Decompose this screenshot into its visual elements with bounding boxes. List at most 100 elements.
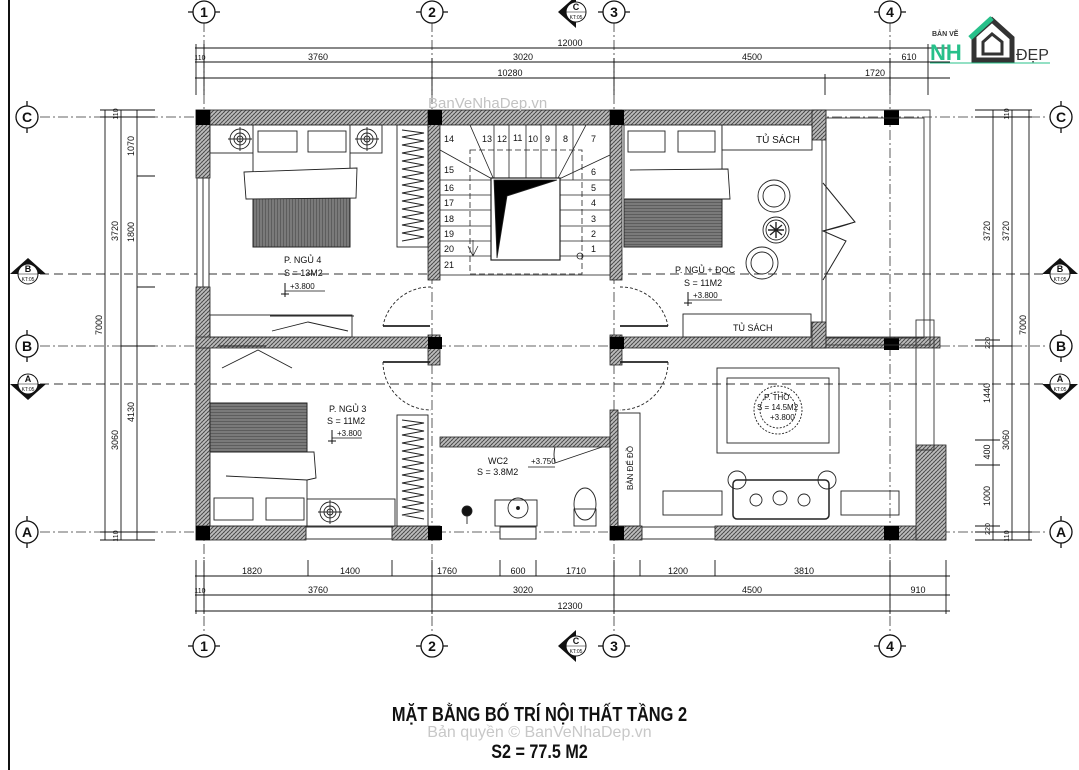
svg-text:WC2: WC2 <box>488 456 508 466</box>
svg-text:B: B <box>25 264 32 274</box>
svg-text:1: 1 <box>200 4 208 20</box>
section-marker-a-left: A KT:05 <box>10 373 46 400</box>
toilet-icon <box>573 487 597 527</box>
bottom-dimension-lines <box>195 560 950 614</box>
label-bookshelf-bottom: TỦ SÁCH <box>733 322 773 333</box>
side-table <box>617 412 641 527</box>
window-bottom <box>305 526 716 540</box>
svg-text:KT:05: KT:05 <box>22 387 35 393</box>
svg-text:ĐẸP: ĐẸP <box>1016 47 1049 64</box>
svg-text:1800: 1800 <box>126 222 136 242</box>
wc2 <box>461 487 597 527</box>
top-dimension-text: 12000 110 3760 3020 4500 610 10280 1720 <box>194 38 916 78</box>
bedroom-3 <box>209 345 429 527</box>
label-bedroom-3: P. NGỦ 3 S = 11M2 +3.800 <box>327 403 366 444</box>
svg-text:110: 110 <box>113 530 120 541</box>
svg-text:1820: 1820 <box>242 566 262 576</box>
svg-text:KT:05: KT:05 <box>570 15 583 21</box>
axis-3-top <box>598 0 630 24</box>
svg-text:8: 8 <box>563 134 568 144</box>
svg-text:B: B <box>22 338 32 354</box>
svg-text:+3.800: +3.800 <box>337 429 362 438</box>
armchair-icon <box>745 246 779 280</box>
svg-text:1: 1 <box>200 638 208 654</box>
svg-text:S = 13M2: S = 13M2 <box>284 268 323 278</box>
svg-text:C: C <box>22 109 32 125</box>
axis-4-bottom <box>874 634 906 658</box>
bed-4-blanket <box>252 197 351 248</box>
label-side-table: BÀN ĐỂ ĐỒ <box>625 446 635 490</box>
svg-text:5: 5 <box>591 183 596 193</box>
lamp-icon <box>228 127 252 151</box>
svg-text:S = 3.8M2: S = 3.8M2 <box>477 467 518 477</box>
left-dimension-text: 7000 110 3720 3060 110 1070 1800 4130 <box>94 108 136 541</box>
svg-text:110: 110 <box>194 55 205 62</box>
svg-text:C: C <box>573 636 580 646</box>
svg-text:C: C <box>1056 109 1066 125</box>
svg-text:7000: 7000 <box>94 315 104 335</box>
svg-text:P. NGỦ 3: P. NGỦ 3 <box>329 403 366 414</box>
svg-text:1: 1 <box>591 244 596 254</box>
svg-text:4130: 4130 <box>126 402 136 422</box>
balcony <box>825 109 935 451</box>
svg-text:B: B <box>1056 338 1066 354</box>
svg-text:11: 11 <box>513 133 522 143</box>
door-reading <box>619 286 669 327</box>
svg-text:600: 600 <box>510 566 525 576</box>
svg-text:A: A <box>22 524 32 540</box>
bookshelf-bottom <box>682 313 812 338</box>
svg-text:1000: 1000 <box>982 486 992 506</box>
section-marker-b-left: B KT:05 <box>10 258 46 285</box>
doors <box>382 286 669 464</box>
svg-text:P. NGỦ + ĐỌC: P. NGỦ + ĐỌC <box>675 264 736 275</box>
section-lines <box>40 273 1046 385</box>
svg-text:12300: 12300 <box>557 601 582 611</box>
axis-2-bottom <box>416 634 448 658</box>
svg-text:S = 14.5M2: S = 14.5M2 <box>757 403 799 412</box>
svg-text:3060: 3060 <box>110 430 120 450</box>
svg-text:10: 10 <box>528 134 538 144</box>
svg-text:1440: 1440 <box>982 383 992 403</box>
svg-text:110: 110 <box>1004 530 1011 541</box>
svg-text:1070: 1070 <box>126 136 136 156</box>
svg-text:A: A <box>25 374 32 384</box>
door-bedroom-3 <box>382 361 432 411</box>
label-altar-room: P. THỜ S = 14.5M2 +3.800 <box>757 393 799 422</box>
svg-text:S = 11M2: S = 11M2 <box>684 278 722 288</box>
svg-text:S = 11M2: S = 11M2 <box>327 416 365 426</box>
bed-blanket <box>623 197 723 248</box>
cabinet-left <box>662 490 723 516</box>
svg-text:BẢN VẼ: BẢN VẼ <box>932 29 959 38</box>
label-wc2: WC2 S = 3.8M2 +3.750 <box>477 456 556 477</box>
axis-3-bottom <box>598 634 630 658</box>
svg-text:3720: 3720 <box>1001 221 1011 241</box>
altar-room <box>617 367 900 527</box>
svg-text:C: C <box>573 2 580 12</box>
svg-text:1200: 1200 <box>668 566 688 576</box>
svg-text:A: A <box>1057 374 1064 384</box>
svg-text:P. NGỦ 4: P. NGỦ 4 <box>284 254 321 265</box>
columns <box>196 110 899 540</box>
sink-icon <box>507 497 529 519</box>
svg-text:NH: NH <box>930 40 962 64</box>
svg-text:KT:05: KT:05 <box>1054 277 1067 283</box>
label-reading-bedroom: P. NGỦ + ĐỌC S = 11M2 +3.800 <box>675 264 736 306</box>
svg-text:3720: 3720 <box>982 221 992 241</box>
svg-text:3020: 3020 <box>513 52 533 62</box>
staircase <box>439 124 611 276</box>
svg-text:110: 110 <box>113 108 120 119</box>
svg-text:3020: 3020 <box>513 585 533 595</box>
svg-text:1400: 1400 <box>340 566 360 576</box>
svg-text:2: 2 <box>591 229 596 239</box>
rug <box>716 367 840 454</box>
bedroom-4 <box>209 124 429 338</box>
axis-bubbles <box>15 0 1073 658</box>
axis-4-top <box>874 0 906 24</box>
svg-text:+3.800: +3.800 <box>770 413 795 422</box>
floor-drain-icon <box>461 505 473 517</box>
svg-text:2: 2 <box>428 638 436 654</box>
svg-text:KT:05: KT:05 <box>1054 387 1067 393</box>
svg-text:1760: 1760 <box>437 566 457 576</box>
axis-c-left <box>15 101 39 133</box>
right-dimension-lines <box>975 109 1032 541</box>
